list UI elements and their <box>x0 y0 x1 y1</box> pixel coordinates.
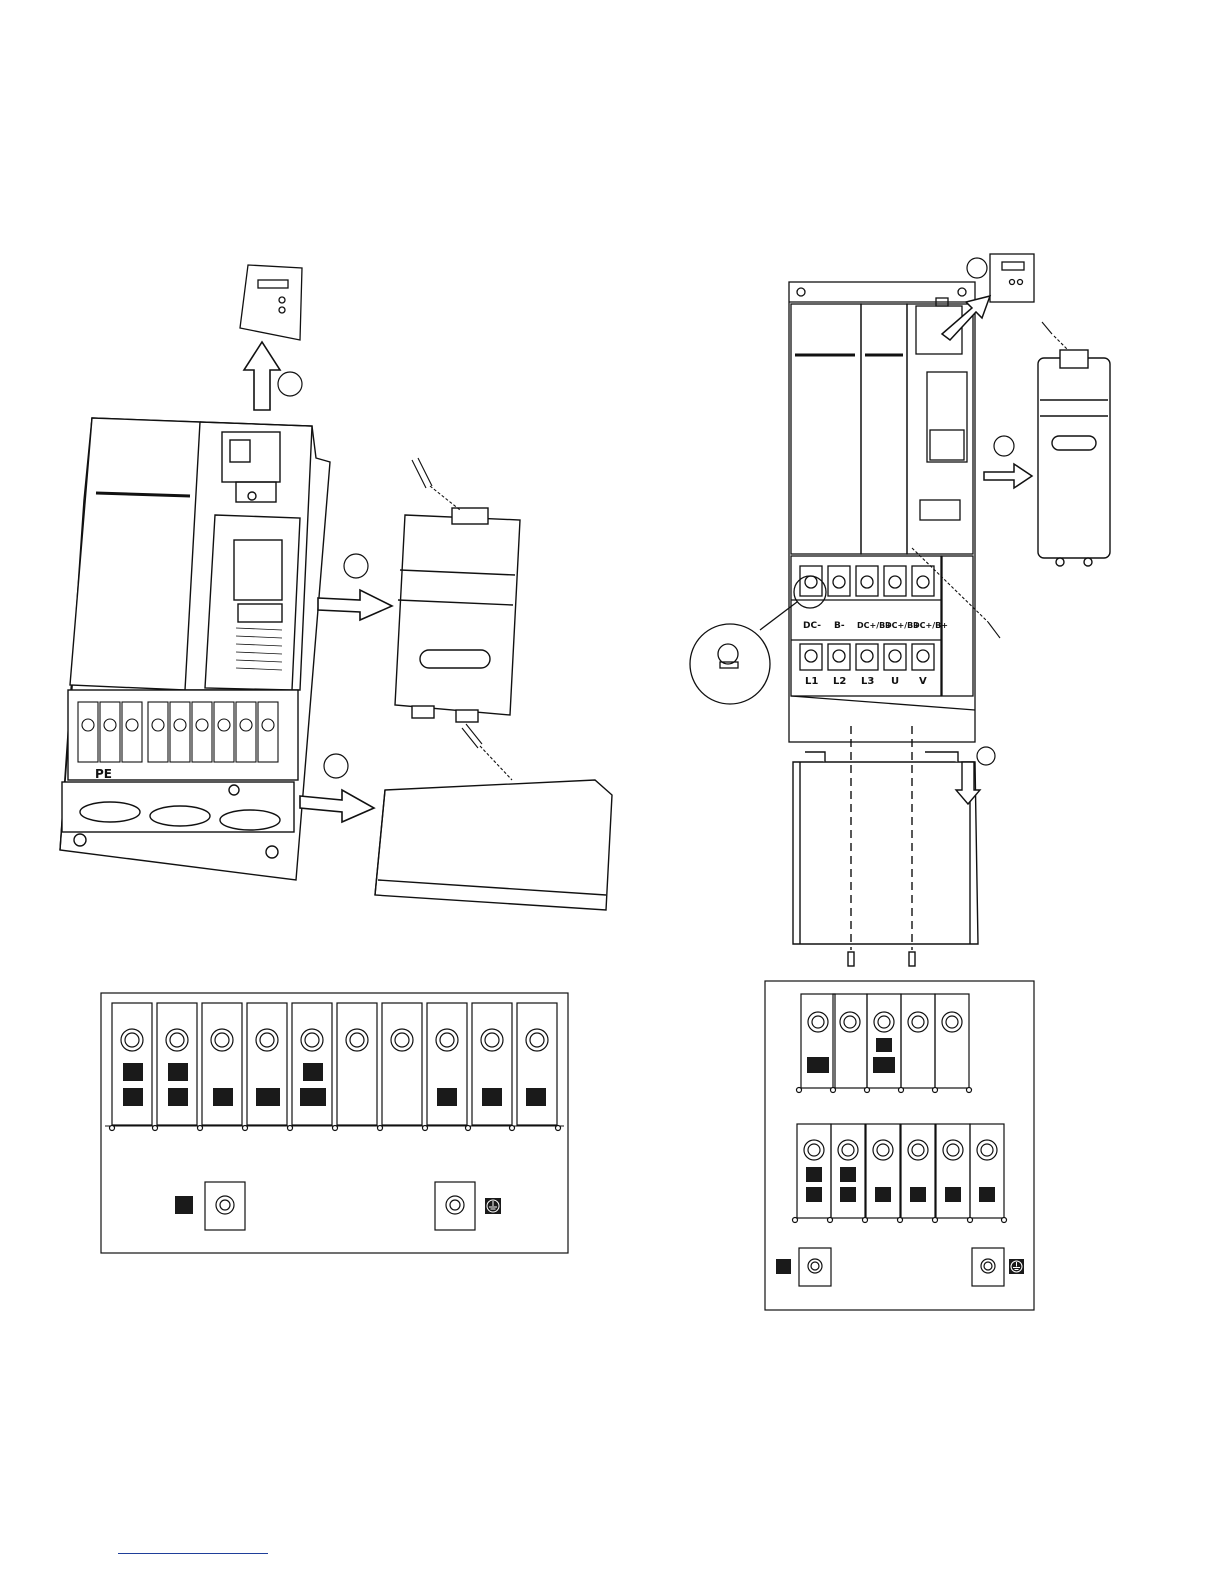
step-circle-icon <box>344 554 368 578</box>
terminal-label-v: V <box>919 676 927 687</box>
terminal-label-b-minus: B- <box>834 621 845 631</box>
right-keypad <box>990 254 1034 302</box>
step-circle-icon <box>967 258 987 278</box>
pe-terminal-label: PE <box>95 767 112 781</box>
terminal-label-l3: L3 <box>861 676 874 687</box>
arrow-icon <box>244 342 280 410</box>
terminal-label-l2: L2 <box>833 676 846 687</box>
ground-icon <box>485 1198 501 1214</box>
terminal-label-dc-minus: DC- <box>803 621 821 631</box>
screw-icon <box>462 724 512 780</box>
step-circle-icon <box>994 436 1014 456</box>
left-terminal-label-blocks <box>123 1063 546 1214</box>
left-upper-cover <box>395 508 520 722</box>
left-drive-assembly <box>60 418 330 880</box>
step-circle-icon <box>977 747 995 765</box>
right-lower-cover <box>793 726 978 966</box>
arrow-icon <box>300 790 374 822</box>
screw-icon <box>412 458 460 510</box>
arrow-icon <box>318 590 392 620</box>
right-upper-cover <box>1038 350 1110 566</box>
step-circle-icon <box>278 372 302 396</box>
right-terminal-diagram <box>765 981 1034 1310</box>
left-keypad <box>240 265 302 340</box>
ground-icon <box>1009 1259 1024 1274</box>
right-drive-assembly <box>690 282 975 742</box>
terminal-label-dc-b-plus-3: DC+/B+ <box>913 621 948 630</box>
arrow-icon <box>984 464 1032 488</box>
footer-link-rule <box>118 1553 268 1554</box>
step-circle-icon <box>324 754 348 778</box>
left-lower-cover <box>375 780 612 910</box>
terminal-label-u: U <box>891 676 899 687</box>
screw-icon <box>1042 322 1068 350</box>
terminal-label-l1: L1 <box>805 676 818 687</box>
